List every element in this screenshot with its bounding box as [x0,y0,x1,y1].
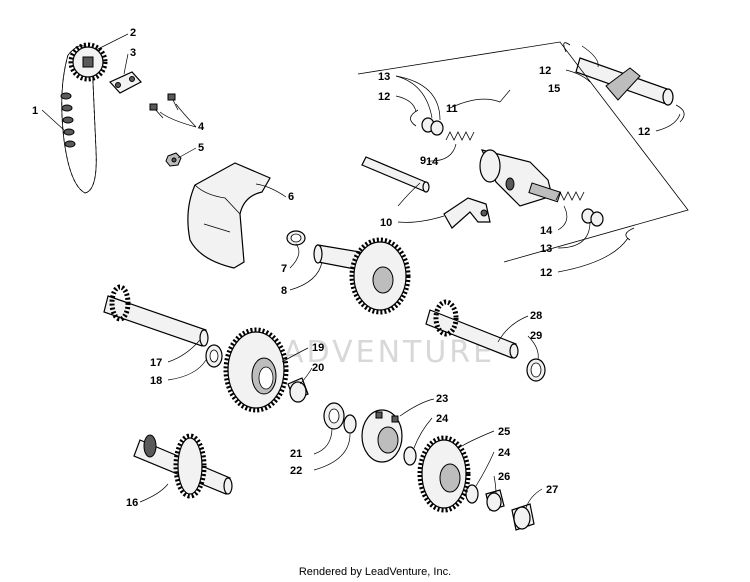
callout-1: 1 [32,105,38,117]
callout-4: 4 [198,121,205,133]
part-ring-7 [286,230,306,246]
leader-lines [41,33,681,509]
part-springs [445,131,585,201]
part-shaft-17 [103,284,209,347]
callout-labels: 1 2 3 4 5 6 7 8 9 10 11 12 12 12 12 13 1… [32,27,650,509]
callout-9: 9 [420,155,426,167]
part-thrust-washer-21 [323,402,345,430]
callout-6: 6 [288,191,294,203]
callout-21: 21 [290,448,302,460]
part-shift-drum-assembly [479,149,562,207]
callout-3: 3 [130,47,136,59]
part-shaft-gear-8 [313,237,411,315]
render-credit: Rendered by LeadVenture, Inc. [299,566,451,578]
part-countershaft [133,433,233,499]
callout-14b: 14 [540,225,553,237]
callout-5: 5 [198,142,204,154]
callout-28: 28 [530,310,542,322]
part-clip-29 [526,358,546,382]
callout-11: 11 [446,103,458,115]
part-shift-fork [443,197,491,229]
watermark: ADVENTURE [283,335,495,370]
part-gear-19 [223,327,289,413]
part-bolts [149,93,179,119]
part-bearing-sleeve [511,503,535,531]
group-bracket-11 [357,41,689,263]
callout-12d: 12 [540,267,552,279]
part-clips [410,42,685,241]
callout-10: 10 [380,217,392,229]
callout-19: 19 [312,342,324,354]
part-bushing-26 [485,489,505,512]
callout-8: 8 [281,285,287,297]
part-output-shaft [425,299,519,359]
part-washer-18 [205,344,223,368]
callout-22: 22 [290,465,302,477]
callout-29: 29 [530,330,542,342]
callout-20: 20 [312,362,324,374]
callout-13a: 13 [378,71,390,83]
callout-18: 18 [150,375,162,387]
part-sprocket [68,42,108,82]
part-nut [165,152,182,167]
part-sprocket-plate [109,71,142,94]
callout-23: 23 [436,393,448,405]
callout-25: 25 [498,426,510,438]
part-washers-13 [421,117,604,227]
callout-14a: 14 [426,156,439,168]
part-shift-shaft [575,57,674,106]
part-pin [361,156,430,193]
part-gear-25 [417,435,471,513]
part-drive-chain [60,45,97,194]
callout-12a: 12 [539,65,551,77]
callout-12c: 12 [638,126,650,138]
part-cover [187,162,271,269]
callout-24a: 24 [436,413,449,425]
callout-15: 15 [548,83,560,95]
callout-26: 26 [498,471,510,483]
callout-2: 2 [130,27,136,39]
part-clip-ring-22 [343,414,357,434]
part-dog-clutch [361,409,403,463]
callout-24b: 24 [498,447,511,459]
part-washers-24 [403,446,479,504]
callout-13b: 13 [540,243,552,255]
callout-27: 27 [546,484,558,496]
callout-12b: 12 [378,91,390,103]
callout-7: 7 [281,263,287,275]
callout-16: 16 [126,497,138,509]
callout-17: 17 [150,357,162,369]
part-bushing-20 [287,377,309,403]
